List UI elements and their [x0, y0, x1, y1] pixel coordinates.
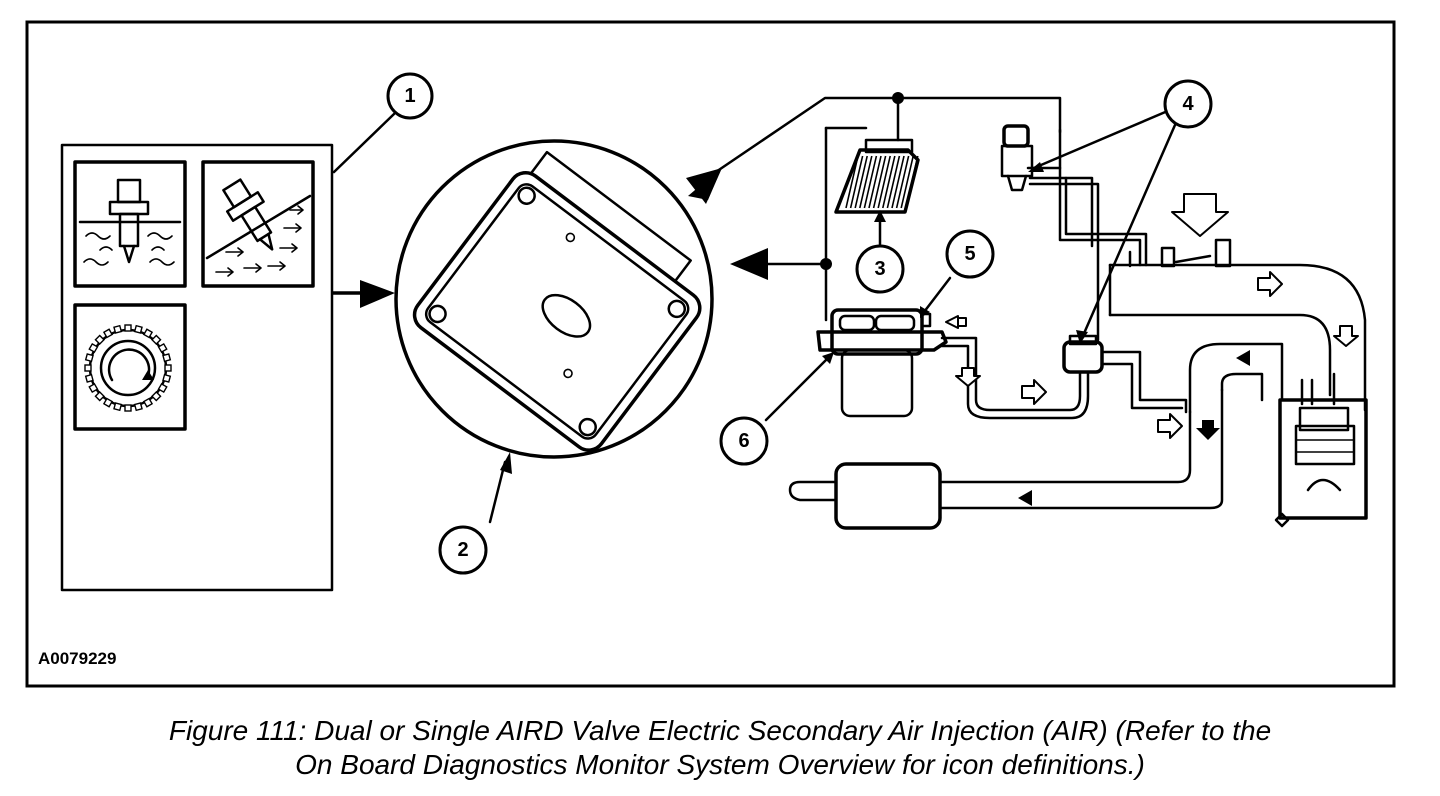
- pcm-output-arrow: [686, 92, 1062, 204]
- speed-sensor-icon: [73, 303, 187, 431]
- aird-valve-icon: [1000, 124, 1148, 342]
- catalytic-converter-icon: [834, 462, 942, 530]
- callout-4: 4: [1163, 79, 1213, 129]
- callout-2: 2: [438, 525, 488, 575]
- solenoid-relay-icon: [834, 138, 920, 214]
- caption-line-1: Figure 111: Dual or Single AIRD Valve El…: [168, 715, 1272, 746]
- engine-cylinder-icon: [1274, 372, 1368, 528]
- callout-2-label: 2: [457, 539, 468, 561]
- pcm-module-icon: [394, 139, 714, 459]
- callout-5-label: 5: [964, 243, 975, 265]
- callout-6-label: 6: [738, 430, 749, 452]
- electric-air-pump-icon: [816, 308, 1090, 420]
- callout-5: 5: [945, 229, 995, 279]
- figure-frame: [25, 20, 1396, 688]
- figure-caption: Figure 111: Dual or Single AIRD Valve El…: [0, 714, 1440, 782]
- input-sensor-panel: [60, 143, 395, 592]
- callout-1: 1: [386, 72, 434, 120]
- airflow-sensor-icon: [201, 160, 315, 288]
- leader-lines: [332, 108, 1177, 524]
- figure-reference-id: A0079229: [38, 649, 116, 668]
- callout-3: 3: [855, 244, 905, 294]
- aird-valve-lower-icon: [1062, 334, 1188, 439]
- pcm-input-arrow: [730, 126, 868, 322]
- temperature-sensor-icon: [73, 160, 187, 288]
- panel-to-pcm-arrow: [333, 280, 395, 308]
- intake-manifold-icon: [1108, 193, 1367, 412]
- exhaust-pipe-icon: [788, 342, 1284, 510]
- callout-3-label: 3: [874, 258, 885, 280]
- caption-line-2: On Board Diagnostics Monitor System Over…: [295, 749, 1145, 780]
- callout-4-label: 4: [1182, 93, 1194, 115]
- callout-6: 6: [719, 416, 769, 466]
- intake-air-arrow: [1171, 193, 1229, 237]
- callout-1-label: 1: [404, 85, 415, 107]
